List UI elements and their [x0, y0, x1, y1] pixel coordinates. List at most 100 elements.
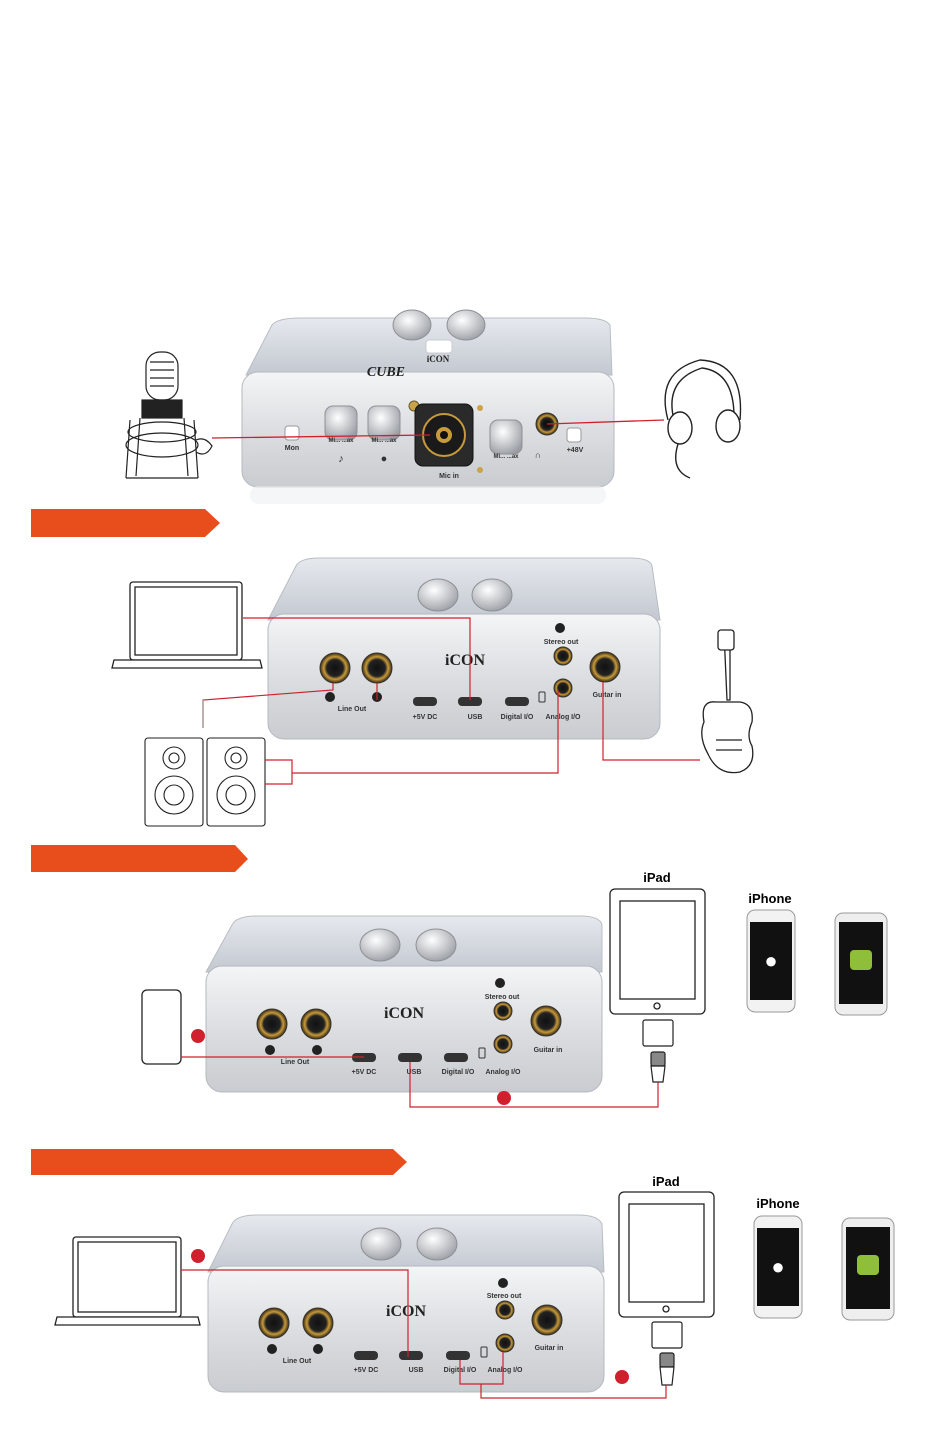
apple-icon-1: ●	[764, 948, 777, 973]
iphone-label-1: iPhone	[748, 891, 791, 906]
line-out-label: Line Out	[338, 706, 367, 713]
analog-io-label-3: Analog I/O	[488, 1367, 524, 1374]
usb-port-2[interactable]	[398, 1053, 422, 1062]
mic-icon: ●	[381, 453, 388, 465]
mic-in-label: Mic in	[439, 473, 459, 480]
stereo-out-jack-3[interactable]	[495, 1300, 515, 1320]
dc-label-3: +5V DC	[354, 1367, 379, 1374]
android-logo-2	[857, 1255, 879, 1275]
iphone-icon-1: ●	[746, 909, 796, 1013]
interface-rear-view-2: R L Line Out iCON +5V DC USB Digital I/O…	[205, 915, 603, 1093]
android-logo-1	[850, 950, 872, 970]
line-out-r-jack[interactable]	[319, 652, 351, 684]
analog-io-jack-2[interactable]	[493, 1034, 513, 1054]
headphones-icon	[664, 359, 742, 479]
guitar-in-label: Guitar in	[593, 692, 622, 699]
android-phone-icon-2	[841, 1217, 895, 1321]
ipad-label-1: iPad	[643, 870, 671, 885]
digital-io-port-2[interactable]	[444, 1053, 468, 1062]
front-cables	[211, 419, 665, 439]
s-badge: S	[558, 625, 562, 633]
iphone-icon-2: ●	[753, 1215, 803, 1319]
gain-knob-1-label: Mi... ...ax	[328, 438, 354, 444]
step-marker-4	[615, 1370, 629, 1384]
mon-button[interactable]	[284, 425, 300, 441]
analog-io-label-2: Analog I/O	[486, 1069, 522, 1076]
line-out-l-jack-3[interactable]	[302, 1307, 334, 1339]
guitar-in-jack[interactable]	[589, 651, 621, 683]
power-bank-icon	[141, 989, 182, 1065]
analog-io-jack-3[interactable]	[495, 1333, 515, 1353]
r-badge: R	[327, 694, 333, 702]
guitar-in-jack-3[interactable]	[531, 1304, 563, 1336]
step-marker-1	[191, 1029, 205, 1043]
headphone-icon: ∩	[535, 450, 541, 460]
rear-cables-2	[181, 1056, 659, 1108]
r-badge-3: R	[269, 1346, 275, 1354]
line-out-r-jack-2[interactable]	[256, 1008, 288, 1040]
line-out-l-jack-2[interactable]	[300, 1008, 332, 1040]
s-badge-3: S	[501, 1280, 505, 1288]
front-panel-section: iCON CUBE Mon Mi... ...ax ♪ Mi... ...ax …	[125, 309, 742, 504]
guitar-in-label-2: Guitar in	[534, 1047, 563, 1054]
guitar-in-jack-2[interactable]	[530, 1005, 562, 1037]
ipad-cable-adapter-2	[651, 1321, 683, 1386]
usb-label-2: USB	[407, 1069, 422, 1076]
guitar-in-label-3: Guitar in	[535, 1345, 564, 1352]
stereo-out-jack-2[interactable]	[493, 1001, 513, 1021]
front-brand-top: iCON	[427, 354, 450, 364]
gain-knob-2-label: Mi... ...ax	[371, 438, 397, 444]
top-knob-left[interactable]	[392, 309, 432, 341]
gain-knob-1[interactable]	[324, 405, 358, 441]
line-out-label-3: Line Out	[283, 1358, 312, 1365]
studio-monitors-icon	[144, 737, 266, 827]
interface-rear-view-1: R L Line Out iCON +5V DC USB Digital I/O…	[267, 557, 661, 740]
ipad-icon-2	[618, 1191, 715, 1318]
phantom-power-button[interactable]	[566, 427, 582, 443]
line-out-r-jack-3[interactable]	[258, 1307, 290, 1339]
usb-label-3: USB	[409, 1367, 424, 1374]
gain-knob-2[interactable]	[367, 405, 401, 441]
l-badge-3: L	[316, 1346, 321, 1354]
step-marker-2	[497, 1091, 511, 1105]
analog-io-jack[interactable]	[553, 678, 573, 698]
rear-brand: iCON	[445, 652, 485, 669]
electric-guitar-icon	[701, 629, 754, 774]
hp-knob-label: Mi... ...ax	[493, 454, 519, 460]
rear-panel-section-3: R L Line Out iCON +5V DC USB Digital I/O…	[54, 1174, 895, 1399]
laptop-icon-2	[54, 1236, 201, 1326]
guitar-icon: ♪	[338, 453, 344, 465]
s-badge-2: S	[498, 980, 502, 988]
section-banner-3	[31, 1149, 407, 1175]
stereo-out-label: Stereo out	[544, 639, 579, 646]
dc-port[interactable]	[413, 697, 437, 706]
ipad-label-2: iPad	[652, 1174, 680, 1189]
digital-io-label: Digital I/O	[501, 714, 534, 721]
android-phone-icon-1	[834, 912, 888, 1016]
dc-port-3[interactable]	[354, 1351, 378, 1360]
apple-icon-2: ●	[771, 1254, 784, 1279]
stereo-out-label-3: Stereo out	[487, 1293, 522, 1300]
ipad-cable-adapter-1	[642, 1019, 674, 1083]
step-marker-3	[191, 1249, 205, 1263]
laptop-icon	[111, 581, 263, 669]
interface-rear-view-3: R L Line Out iCON +5V DC USB Digital I/O…	[207, 1214, 605, 1393]
digital-io-port-3[interactable]	[446, 1351, 470, 1360]
digital-io-label-2: Digital I/O	[442, 1069, 475, 1076]
rear-panel-section-1: R L Line Out iCON +5V DC USB Digital I/O…	[111, 557, 754, 827]
headphone-volume-knob[interactable]	[489, 419, 523, 455]
stereo-out-jack[interactable]	[553, 646, 573, 666]
r-badge-2: R	[267, 1047, 273, 1055]
top-knob-right[interactable]	[446, 309, 486, 341]
rear-brand-3: iCON	[386, 1303, 426, 1320]
digital-io-port[interactable]	[505, 697, 529, 706]
section-banner-2	[31, 845, 248, 872]
usb-port[interactable]	[458, 697, 482, 706]
stereo-out-label-2: Stereo out	[485, 994, 520, 1001]
interface-front-view: iCON CUBE Mon Mi... ...ax ♪ Mi... ...ax …	[241, 309, 615, 504]
line-out-l-jack[interactable]	[361, 652, 393, 684]
usb-port-3[interactable]	[399, 1351, 423, 1360]
section-banner-1	[31, 509, 220, 537]
analog-io-label: Analog I/O	[546, 714, 582, 721]
